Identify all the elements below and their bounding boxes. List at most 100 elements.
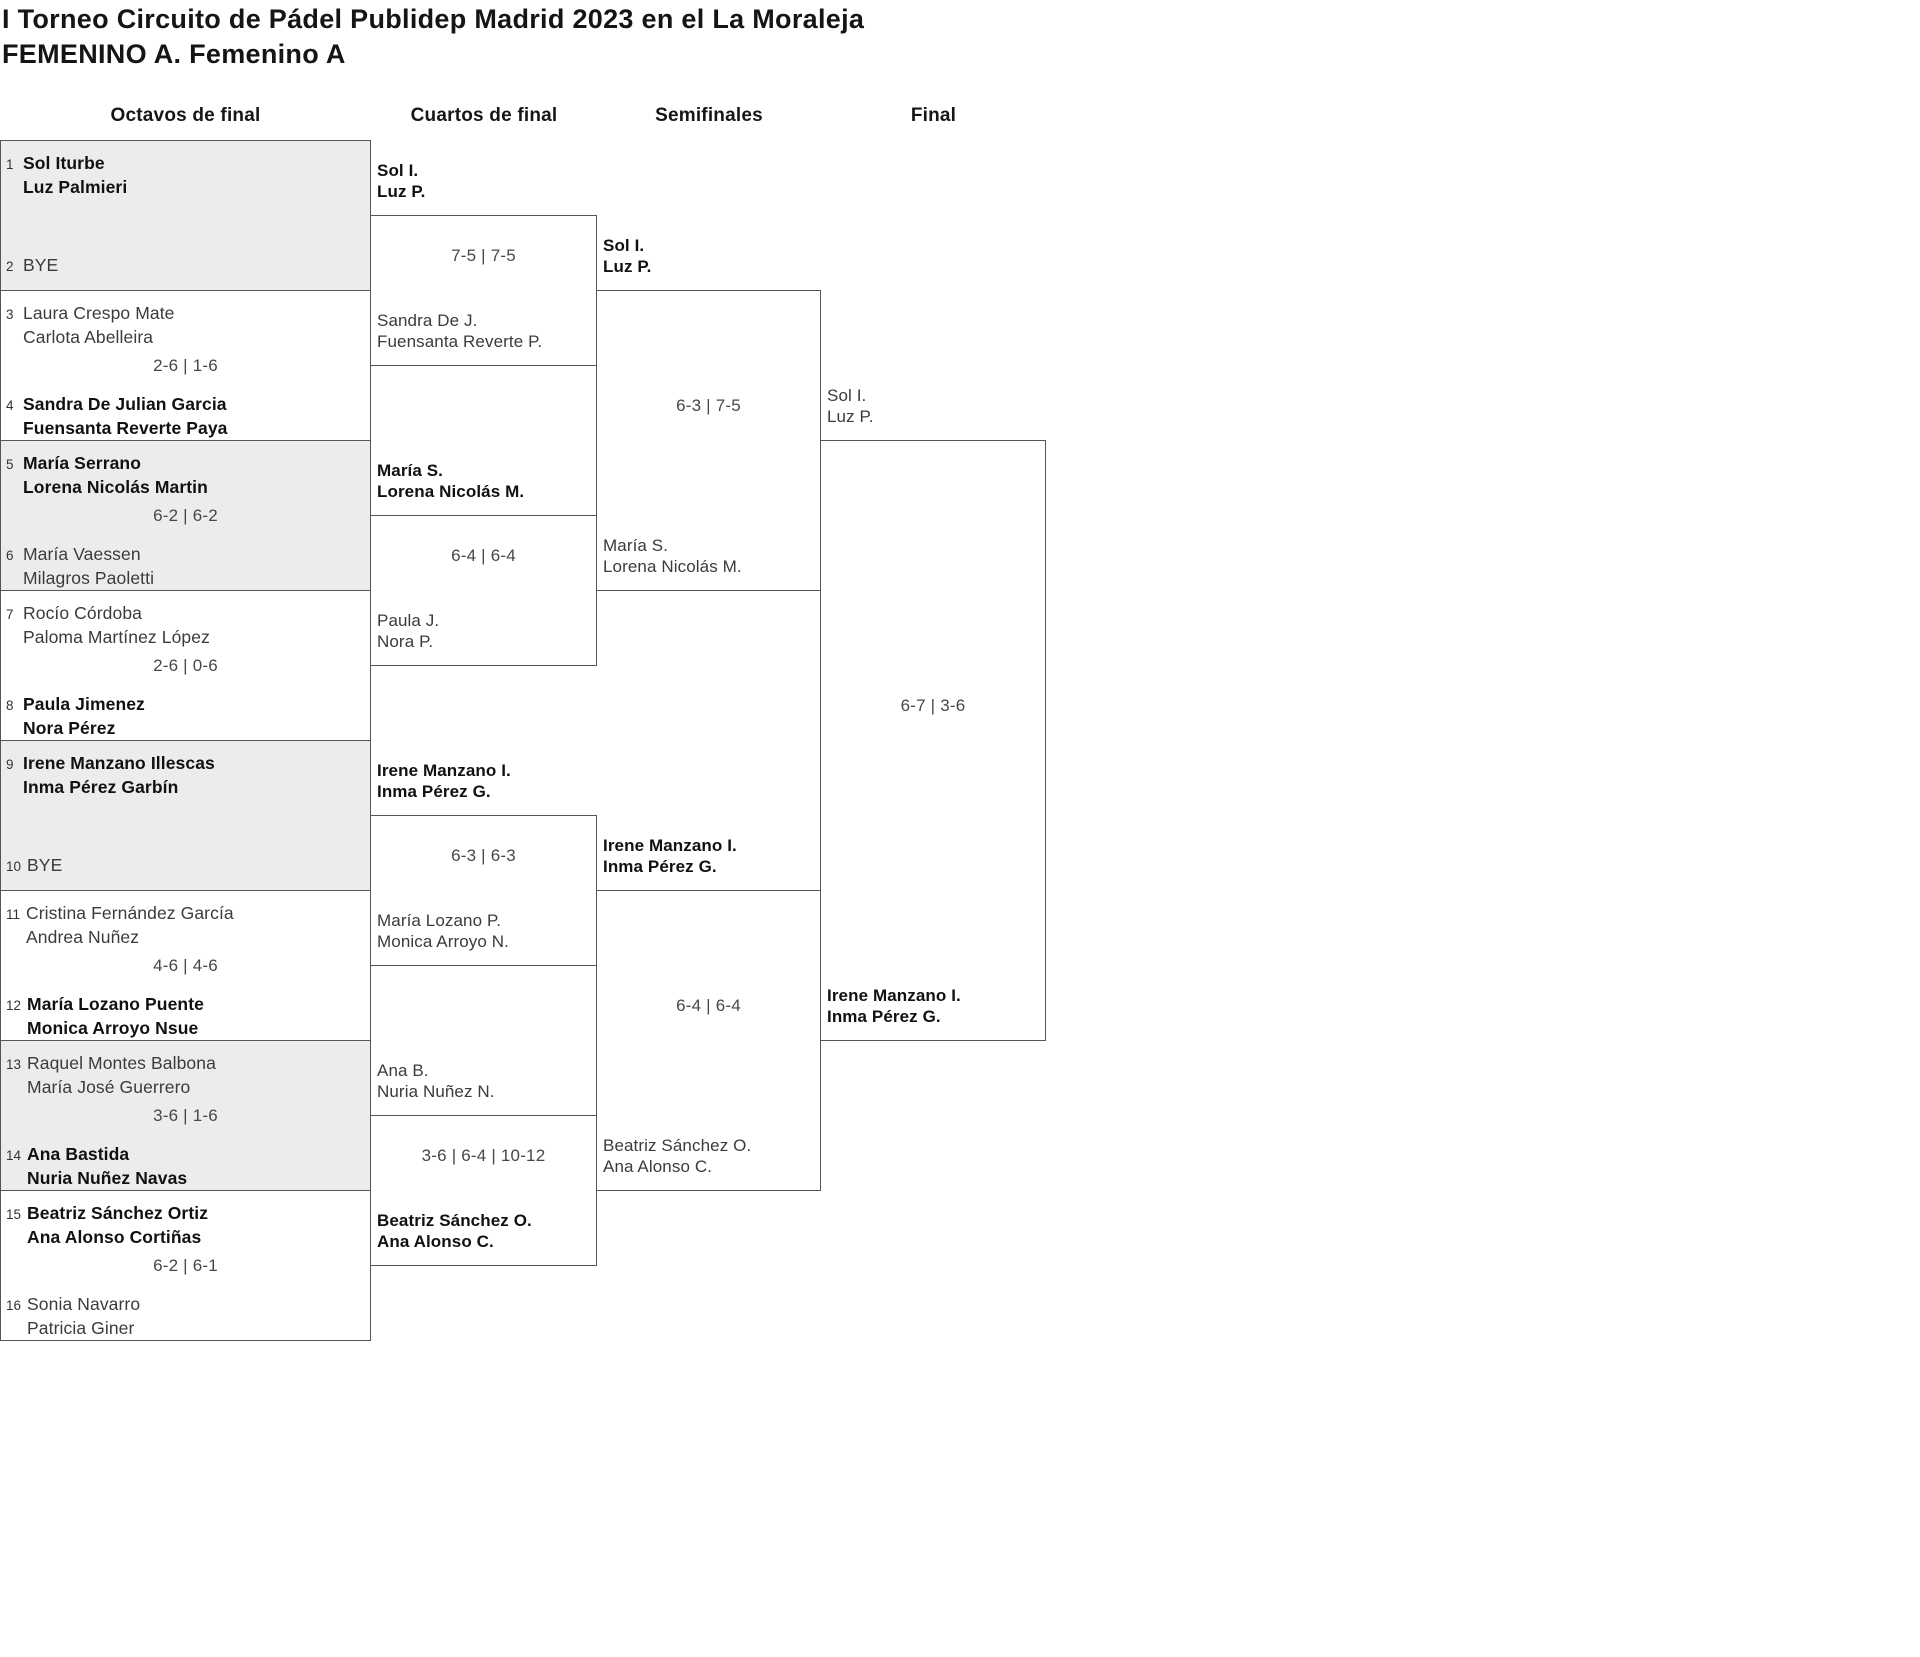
team-names: Rocío Córdoba Paloma Martínez López	[23, 601, 210, 649]
player-name: María Serrano	[23, 453, 142, 473]
team-label-qf4-bottom: Beatriz Sánchez O. Ana Alonso C.	[377, 1210, 532, 1252]
team-seed: 14	[6, 1148, 22, 1163]
player-name: Sandra De J.	[377, 311, 478, 330]
round-header-semifinales: Semifinales	[655, 105, 763, 126]
team-entry: 8 Paula Jimenez Nora Pérez	[6, 692, 366, 740]
player-name: Irene Manzano I.	[377, 761, 511, 780]
player-name: María José Guerrero	[27, 1077, 191, 1097]
team-seed: 12	[6, 998, 22, 1013]
player-name: Sol Iturbe	[23, 153, 105, 173]
team-names: Raquel Montes Balbona María José Guerrer…	[27, 1051, 216, 1099]
team-seed: 3	[6, 307, 14, 322]
page-title-line2: FEMENINO A. Femenino A	[2, 39, 346, 69]
player-name: Luz P.	[827, 407, 874, 426]
match-final: 6-7 | 3-6 Irene Manzano I. Inma Pérez G.	[820, 440, 1046, 1041]
match-sf-1: 6-3 | 7-5 María S. Lorena Nicolás M.	[596, 290, 821, 591]
match-score: 3-6 | 1-6	[153, 1105, 218, 1125]
match-score: 3-6 | 6-4 | 10-12	[421, 1146, 546, 1165]
team-seed: 4	[6, 398, 14, 413]
player-name: Ana B.	[377, 1061, 429, 1080]
round-header-final: Final	[910, 105, 957, 126]
team-label-sf1-bottom: María S. Lorena Nicolás M.	[603, 535, 742, 577]
team-label-qf3-bottom: María Lozano P. Monica Arroyo N.	[377, 910, 509, 952]
match-r16-7: 13 Raquel Montes Balbona María José Guer…	[0, 1040, 371, 1191]
team-seed: 2	[6, 259, 14, 274]
team-seed: 5	[6, 457, 14, 472]
team-names: Cristina Fernández García Andrea Nuñez	[26, 901, 234, 949]
player-name: María Lozano P.	[377, 911, 502, 930]
match-score: 6-3 | 7-5	[676, 396, 741, 415]
player-name: María S.	[603, 536, 669, 555]
player-name: Raquel Montes Balbona	[27, 1053, 216, 1073]
player-name: María Lozano Puente	[27, 994, 204, 1014]
player-name: Laura Crespo Mate	[23, 303, 175, 323]
player-name: Nora P.	[377, 632, 434, 651]
player-name: Ana Alonso C.	[603, 1157, 713, 1176]
player-name: Sol I.	[827, 386, 867, 405]
player-name: Nuria Nuñez Navas	[27, 1168, 188, 1188]
match-score: 6-4 | 6-4	[451, 546, 516, 565]
player-name: Carlota Abelleira	[23, 327, 154, 347]
team-names: Laura Crespo Mate Carlota Abelleira	[23, 301, 175, 349]
match-score: 6-7 | 3-6	[900, 696, 966, 715]
round-header-octavos: Octavos de final	[110, 105, 261, 126]
player-name: Andrea Nuñez	[26, 927, 140, 947]
team-names: BYE	[23, 253, 58, 277]
team-entry: 14 Ana Bastida Nuria Nuñez Navas	[6, 1142, 366, 1190]
team-label-qf2-top: María S. Lorena Nicolás M.	[377, 460, 524, 502]
team-names: Paula Jimenez Nora Pérez	[23, 692, 145, 740]
player-name: Inma Pérez G.	[827, 1007, 941, 1026]
team-label-qf3-top: Irene Manzano I. Inma Pérez G.	[377, 760, 511, 802]
match-r16-8: 15 Beatriz Sánchez Ortiz Ana Alonso Cort…	[0, 1190, 371, 1341]
player-name: Sol I.	[377, 161, 419, 180]
match-qf-1: 7-5 | 7-5 Sandra De J. Fuensanta Reverte…	[370, 215, 597, 366]
team-names: Ana Bastida Nuria Nuñez Navas	[27, 1142, 187, 1190]
match-r16-1: 1 Sol Iturbe Luz Palmieri 2 BYE	[0, 140, 371, 291]
match-score: 2-6 | 0-6	[153, 655, 218, 675]
player-name: Monica Arroyo N.	[377, 932, 509, 951]
team-entry: 9 Irene Manzano Illescas Inma Pérez Garb…	[6, 751, 366, 799]
team-entry: 2 BYE	[6, 253, 366, 277]
team-entry: 7 Rocío Córdoba Paloma Martínez López	[6, 601, 366, 649]
player-name: Irene Manzano I.	[827, 986, 961, 1005]
round-header-cuartos: Cuartos de final	[410, 105, 558, 126]
match-score: 2-6 | 1-6	[153, 355, 218, 375]
team-seed: 7	[6, 607, 14, 622]
team-label-qf1-top: Sol I. Luz P.	[377, 160, 425, 202]
team-entry: 1 Sol Iturbe Luz Palmieri	[6, 151, 366, 199]
team-entry: 13 Raquel Montes Balbona María José Guer…	[6, 1051, 366, 1099]
match-r16-2: 3 Laura Crespo Mate Carlota Abelleira 2-…	[0, 290, 371, 441]
player-name: Lorena Nicolás M.	[377, 482, 525, 501]
team-names: BYE	[27, 853, 62, 877]
player-name: Milagros Paoletti	[23, 568, 155, 588]
player-name: Cristina Fernández García	[26, 903, 234, 923]
team-names: María Vaessen Milagros Paoletti	[23, 542, 154, 590]
player-name: María Vaessen	[23, 544, 141, 564]
team-seed: 10	[6, 859, 22, 874]
player-name: Paloma Martínez López	[23, 627, 210, 647]
team-entry: 3 Laura Crespo Mate Carlota Abelleira	[6, 301, 366, 349]
match-qf-4: 3-6 | 6-4 | 10-12 Beatriz Sánchez O. Ana…	[370, 1115, 597, 1266]
player-name: Lorena Nicolás M.	[603, 557, 742, 576]
team-entry: 4 Sandra De Julian Garcia Fuensanta Reve…	[6, 392, 366, 440]
team-names: Sonia Navarro Patricia Giner	[27, 1292, 140, 1340]
player-name: María S.	[377, 461, 443, 480]
team-label-qf4-top: Ana B. Nuria Nuñez N.	[377, 1060, 495, 1102]
player-name: Ana Alonso Cortiñas	[27, 1227, 202, 1247]
player-name: Fuensanta Reverte P.	[377, 332, 543, 351]
match-sf-2: 6-4 | 6-4 Beatriz Sánchez O. Ana Alonso …	[596, 890, 821, 1191]
player-name: Fuensanta Reverte Paya	[23, 418, 228, 438]
team-names: Irene Manzano Illescas Inma Pérez Garbín	[23, 751, 215, 799]
match-r16-3: 5 María Serrano Lorena Nicolás Martin 6-…	[0, 440, 371, 591]
team-label-final-bottom: Irene Manzano I. Inma Pérez G.	[827, 985, 961, 1027]
player-name: Ana Alonso C.	[377, 1232, 494, 1251]
player-name: Nora Pérez	[23, 718, 116, 738]
team-names: Sol Iturbe Luz Palmieri	[23, 151, 127, 199]
page-title: I Torneo Circuito de Pádel Publidep Madr…	[2, 2, 864, 72]
team-entry: 16 Sonia Navarro Patricia Giner	[6, 1292, 366, 1340]
player-name: Irene Manzano Illescas	[23, 753, 215, 773]
team-seed: 8	[6, 698, 14, 713]
player-name: Paula Jimenez	[23, 694, 145, 714]
team-entry: 12 María Lozano Puente Monica Arroyo Nsu…	[6, 992, 366, 1040]
